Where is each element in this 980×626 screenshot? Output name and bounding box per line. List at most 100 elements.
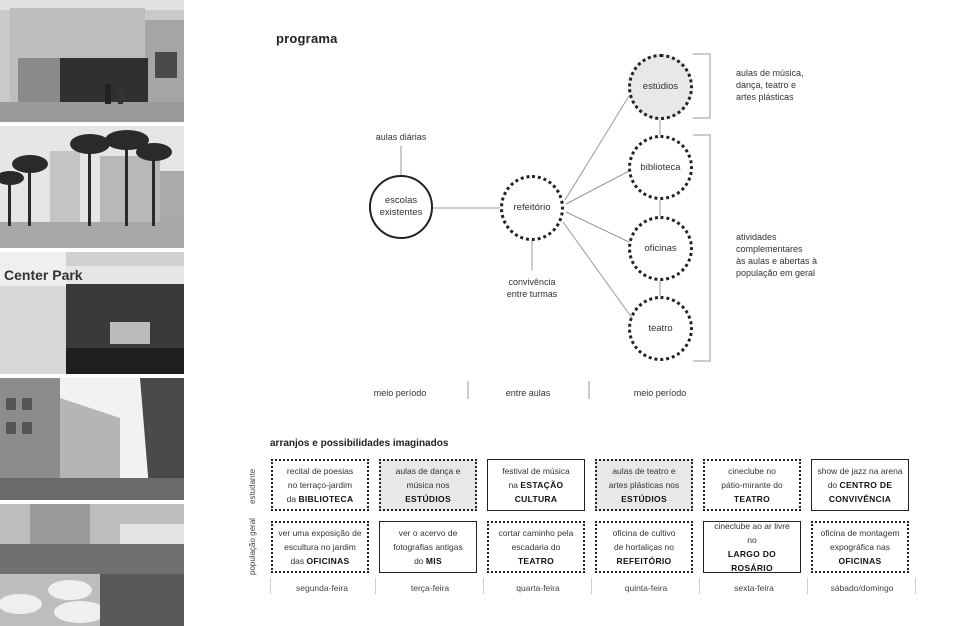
label-aulas-diarias: aulas diárias — [375, 132, 427, 142]
arrangements-title: arranjos e possibilidades imaginados — [270, 438, 449, 449]
arrangement-place: CENTRO DE — [839, 480, 893, 490]
period-label: meio período — [633, 388, 687, 398]
arrangement-place: CULTURA — [514, 494, 558, 504]
arrangement-prefix: das — [290, 556, 307, 566]
node-oficinas: oficinas — [628, 216, 693, 281]
day-label: sábado/domingo — [830, 583, 894, 593]
arrangement-place: OFICINAS — [838, 556, 882, 566]
label-convivencia-line: entre turmas — [506, 289, 558, 299]
arrangement-text: ver o acervo de — [398, 528, 458, 538]
arrangement-place: ESTÚDIOS — [405, 494, 451, 504]
photo-parking-entrance: Center Park — [0, 252, 184, 374]
arrangement-text: de hortaliças no — [613, 542, 674, 552]
arrangement-text: no — [747, 535, 757, 545]
arrangement-card: festival de música na ESTAÇÃO CULTURA — [487, 459, 585, 511]
arrangement-text: fotografias antigas — [393, 542, 463, 552]
node-teatro: teatro — [628, 296, 693, 361]
day-divider — [375, 578, 376, 594]
arrangement-text: artes plásticas nos — [608, 480, 680, 490]
label-group-atividades-line: às aulas e abertas à — [736, 256, 818, 266]
arrangement-text: aulas de teatro e — [612, 466, 676, 476]
label-group-atividades: atividades complementares às aulas e abe… — [736, 231, 817, 279]
arrangement-text: oficina de montagem — [820, 528, 900, 538]
day-label: quinta-feira — [624, 583, 668, 593]
day-divider — [591, 578, 592, 594]
svg-text:Center Park: Center Park — [4, 267, 83, 283]
day-divider — [699, 578, 700, 594]
day-label: sexta-feira — [734, 583, 774, 593]
label-group-aulas-line: artes plásticas — [736, 92, 794, 102]
day-divider — [483, 578, 484, 594]
photo-palm-square — [0, 126, 184, 248]
arrangement-place: CONVIVÊNCIA — [828, 494, 892, 504]
arrangement-text: ver uma exposição de — [278, 528, 362, 538]
arrangement-text: aulas de dança e — [395, 466, 461, 476]
label-group-atividades-line: atividades — [736, 232, 777, 242]
label-group-aulas-line: dança, teatro e — [736, 80, 797, 90]
arrangement-place: REFEITÓRIO — [616, 556, 672, 566]
node-estudios: estúdios — [628, 54, 693, 120]
arrangement-text: escadaria do — [511, 542, 561, 552]
arrangement-place: MIS — [425, 556, 442, 566]
arrangement-text: expográfica nas — [829, 542, 890, 552]
arrangement-text: escultura no jardim — [284, 542, 356, 552]
arrangement-place: OFICINAS — [306, 556, 350, 566]
arrangement-text: cineclube no — [728, 466, 776, 476]
day-label: segunda-feira — [296, 583, 348, 593]
day-divider — [807, 578, 808, 594]
label-group-atividades-line: população em geral — [736, 268, 816, 278]
arrangement-text: show de jazz na arena — [817, 466, 903, 476]
label-convivencia: convivência entre turmas — [507, 276, 558, 300]
node-label: teatro — [648, 322, 673, 334]
arrangement-place: TEATRO — [733, 494, 771, 504]
arrangement-card: oficina de cultivo de hortaliças no REFEIT… — [595, 521, 693, 573]
arrangement-text: música nos — [406, 480, 450, 490]
day-label: terça-feira — [410, 583, 450, 593]
row-label-populacao: população geral — [248, 518, 257, 575]
node-biblioteca: biblioteca — [628, 135, 693, 200]
photo-market-roofs — [0, 504, 184, 626]
photo-street-canyon — [0, 378, 184, 500]
row-label-estudante: estudante — [248, 468, 257, 504]
label-group-atividades-line: complementares — [736, 244, 803, 254]
arrangement-text: cortar caminho pela — [498, 528, 574, 538]
arrangement-card: ver uma exposição de escultura no jardim d… — [271, 521, 369, 573]
arrangement-place: ESTÚDIOS — [621, 494, 667, 504]
arrangement-prefix: do — [414, 556, 426, 566]
period-label: entre aulas — [505, 388, 551, 398]
arrangement-card: ver o acervo de fotografias antigas do MIS — [379, 521, 477, 573]
arrangement-place: TEATRO — [517, 556, 555, 566]
node-label: biblioteca — [640, 161, 681, 173]
node-label: refeitório — [513, 202, 551, 213]
arrangement-text: festival de música — [502, 466, 570, 476]
node-refeitorio: refeitório — [500, 175, 564, 241]
arrangement-text: oficina de cultivo — [612, 528, 676, 538]
day-divider — [915, 578, 916, 594]
label-group-aulas-line: aulas de música, — [736, 68, 804, 78]
label-convivencia-line: convivência — [508, 277, 556, 287]
arrangement-place: LARGO DO ROSÁRIO — [727, 549, 777, 573]
photo-building-facade — [0, 0, 184, 122]
arrangement-card: cortar caminho pela escadaria do TEATRO — [487, 521, 585, 573]
node-label: estúdios — [642, 81, 679, 92]
arrangement-text: cineclube ao ar livre — [714, 521, 790, 531]
day-divider — [270, 578, 271, 594]
arrangement-place: ESTAÇÃO — [520, 480, 564, 490]
label-group-aulas: aulas de música, dança, teatro e artes p… — [736, 67, 804, 103]
node-label: escolas — [384, 195, 418, 206]
arrangement-prefix: da — [286, 494, 299, 504]
arrangement-place: BIBLIOTECA — [298, 494, 354, 504]
node-label: existentes — [379, 207, 423, 218]
page-title: programa — [276, 31, 338, 46]
period-label: meio período — [373, 388, 427, 398]
arrangement-prefix: na — [508, 480, 521, 490]
day-label: quarta-feira — [516, 583, 560, 593]
arrangement-text: recital de poesias — [286, 466, 354, 476]
